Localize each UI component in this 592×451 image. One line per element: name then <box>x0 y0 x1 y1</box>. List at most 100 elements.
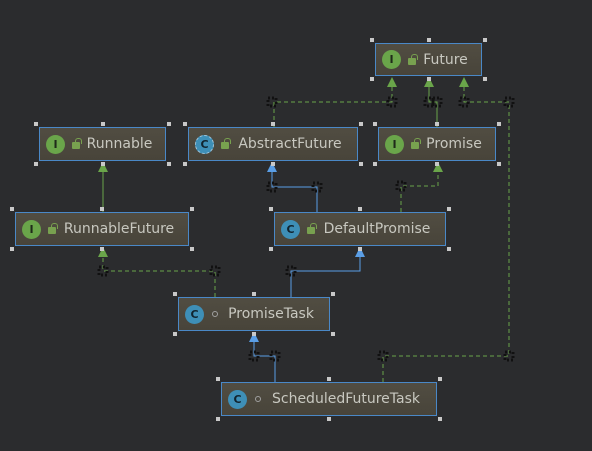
selection-handle[interactable] <box>167 122 171 126</box>
node-label: PromiseTask <box>228 306 314 322</box>
selection-handle[interactable] <box>426 38 431 42</box>
interface-icon: I <box>382 50 401 69</box>
edge-bend-point[interactable] <box>458 96 470 108</box>
selection-handle[interactable] <box>216 377 220 381</box>
implements-arrowhead <box>424 77 434 87</box>
selection-handle[interactable] <box>173 292 177 296</box>
selection-handle[interactable] <box>359 122 363 126</box>
edge-abstract-future-implements-future[interactable] <box>273 87 393 127</box>
selection-handle[interactable] <box>269 247 273 251</box>
edge-bend-point[interactable] <box>431 96 443 108</box>
selection-handle[interactable] <box>447 207 451 211</box>
extends-arrowhead <box>355 247 365 257</box>
selection-handle[interactable] <box>373 162 377 166</box>
edge-promise-task-extends-default-promise[interactable] <box>290 257 361 297</box>
selection-handle[interactable] <box>271 162 275 166</box>
selection-handle[interactable] <box>497 122 501 126</box>
selection-handle[interactable] <box>216 417 220 421</box>
selection-handle[interactable] <box>10 207 14 211</box>
selection-handle[interactable] <box>100 122 105 126</box>
selection-handle[interactable] <box>183 122 187 126</box>
edge-bend-point[interactable] <box>97 265 109 277</box>
selection-handle[interactable] <box>331 292 335 296</box>
selection-handle[interactable] <box>10 247 14 251</box>
selection-handle[interactable] <box>483 77 487 81</box>
selection-handle[interactable] <box>271 122 275 126</box>
selection-handle[interactable] <box>358 207 362 211</box>
selection-handle[interactable] <box>269 207 273 211</box>
node-runnable[interactable]: I Runnable <box>39 127 166 161</box>
node-promise-task[interactable]: C PromiseTask <box>178 297 330 331</box>
edge-promise-task-implements-runnable-future[interactable] <box>102 257 216 297</box>
node-label: ScheduledFutureTask <box>271 391 421 407</box>
edge-bend-point[interactable] <box>503 96 515 108</box>
node-promise[interactable]: I Promise <box>378 127 496 161</box>
edge-bend-point[interactable] <box>266 96 278 108</box>
edge-bend-point[interactable] <box>503 350 515 362</box>
edge-bend-point[interactable] <box>209 265 221 277</box>
selection-handle[interactable] <box>34 162 38 166</box>
edge-bend-point[interactable] <box>311 181 323 193</box>
node-label: Promise <box>426 136 482 152</box>
edge-bend-point[interactable] <box>386 96 398 108</box>
class-icon: C <box>185 304 204 324</box>
selection-handle[interactable] <box>327 377 331 381</box>
selection-handle[interactable] <box>438 417 442 421</box>
edge-default-promise-implements-promise[interactable] <box>400 172 439 212</box>
node-label: Future <box>423 51 468 68</box>
selection-handle[interactable] <box>327 417 331 421</box>
public-lock-icon <box>46 223 58 235</box>
edge-bend-point[interactable] <box>248 350 260 362</box>
public-lock-icon <box>409 138 421 150</box>
selection-handle[interactable] <box>173 332 177 336</box>
edge-bend-point[interactable] <box>377 350 389 362</box>
selection-handle[interactable] <box>100 162 105 166</box>
edge-bend-point[interactable] <box>269 350 281 362</box>
selection-handle[interactable] <box>435 162 439 166</box>
selection-handle[interactable] <box>370 38 374 42</box>
selection-handle[interactable] <box>34 122 38 126</box>
node-label: RunnableFuture <box>63 221 175 237</box>
selection-handle[interactable] <box>483 38 487 42</box>
selection-handle[interactable] <box>252 292 256 296</box>
selection-handle[interactable] <box>373 122 377 126</box>
package-private-icon <box>252 393 264 405</box>
selection-handle[interactable] <box>167 162 171 166</box>
selection-handle[interactable] <box>190 247 194 251</box>
selection-handle[interactable] <box>447 247 451 251</box>
implements-arrowhead <box>387 77 397 87</box>
selection-handle[interactable] <box>183 162 187 166</box>
edge-bend-point[interactable] <box>266 181 278 193</box>
selection-handle[interactable] <box>359 162 363 166</box>
implements-arrowhead <box>433 162 443 172</box>
edge-scheduled-extends-promise-task[interactable] <box>253 342 276 382</box>
public-lock-icon <box>406 53 418 66</box>
package-private-icon <box>209 308 221 320</box>
selection-handle[interactable] <box>497 162 501 166</box>
node-future[interactable]: I Future <box>375 43 482 76</box>
implements-arrowhead <box>98 162 108 172</box>
selection-handle[interactable] <box>252 332 256 336</box>
selection-handle[interactable] <box>438 377 442 381</box>
selection-handle[interactable] <box>435 122 439 126</box>
implements-arrowhead <box>459 77 469 87</box>
edge-bend-point[interactable] <box>395 180 407 192</box>
selection-handle[interactable] <box>100 207 104 211</box>
edge-bend-point[interactable] <box>285 265 297 277</box>
node-scheduled-future-task[interactable]: C ScheduledFutureTask <box>221 382 437 416</box>
selection-handle[interactable] <box>426 77 431 81</box>
selection-handle[interactable] <box>358 247 362 251</box>
node-runnable-future[interactable]: I RunnableFuture <box>15 212 189 246</box>
selection-handle[interactable] <box>100 247 104 251</box>
public-lock-icon <box>219 138 231 150</box>
extends-arrowhead <box>267 162 277 172</box>
edge-default-promise-extends-abstract-future[interactable] <box>271 172 318 212</box>
selection-handle[interactable] <box>331 332 335 336</box>
selection-handle[interactable] <box>370 77 374 81</box>
selection-handle[interactable] <box>190 207 194 211</box>
node-label: DefaultPromise <box>323 221 431 237</box>
interface-icon: I <box>22 219 41 239</box>
node-default-promise[interactable]: C DefaultPromise <box>274 212 446 246</box>
node-abstract-future[interactable]: C AbstractFuture <box>188 127 358 161</box>
